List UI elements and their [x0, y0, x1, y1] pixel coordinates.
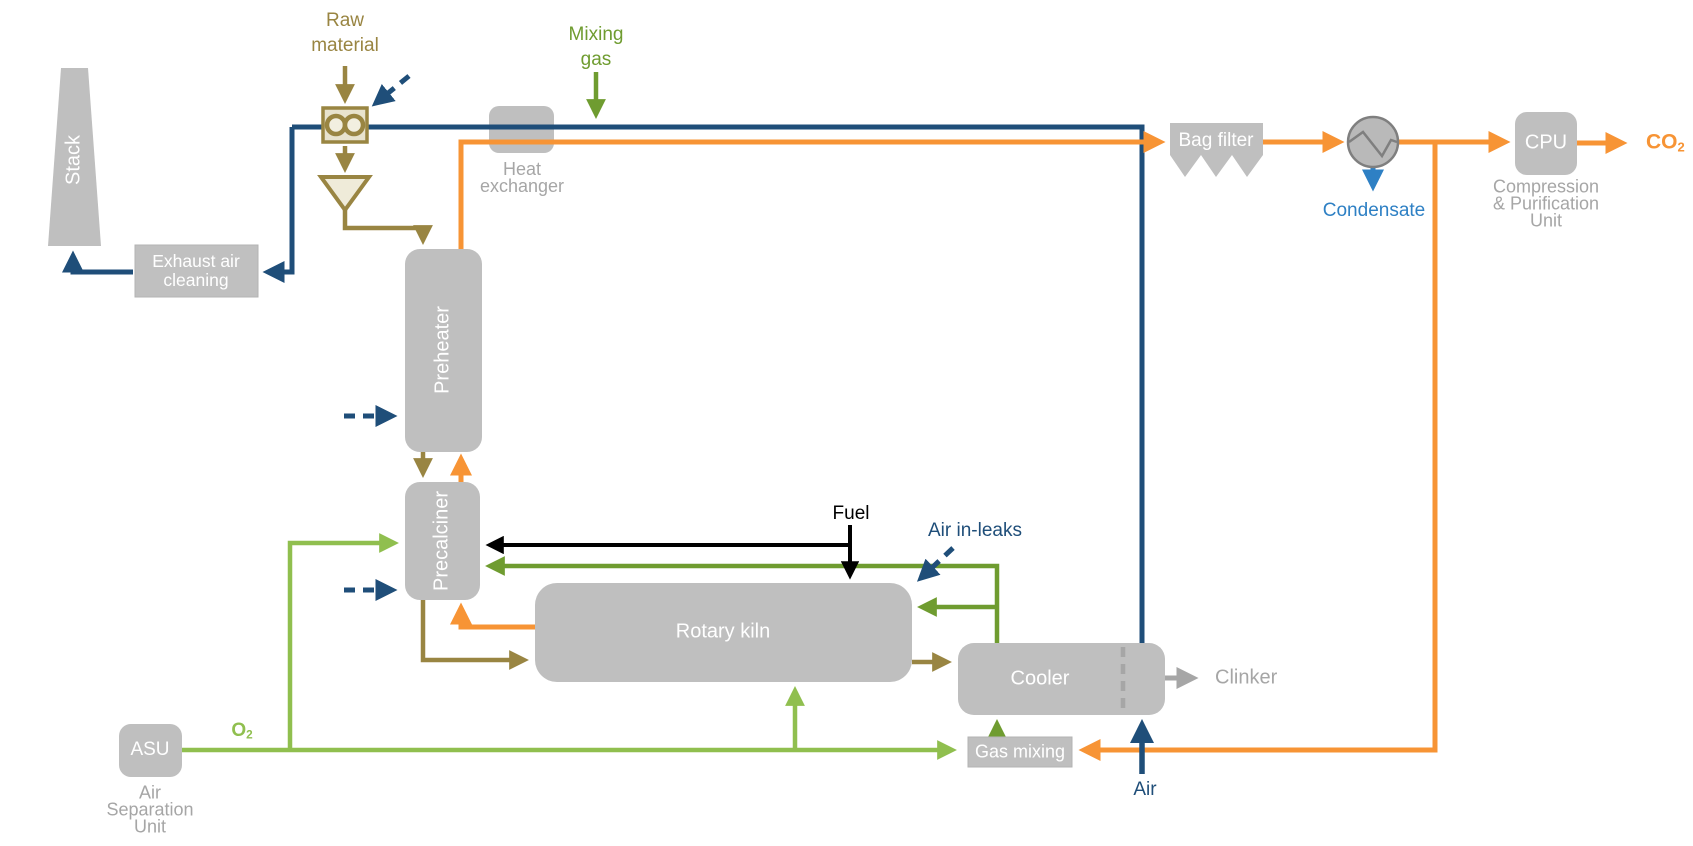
air-label: Air [1133, 779, 1157, 801]
preheater-label: Preheater [431, 306, 454, 394]
stack-label: Stack [62, 134, 85, 186]
vent-air-to-stack [61, 250, 133, 275]
gas-mixing-shape [967, 736, 1073, 768]
raw-meal-lines [335, 66, 952, 672]
oxygen-to-precalciner [287, 533, 399, 750]
cpu-shape [1515, 112, 1577, 175]
o2-label: O2 [231, 719, 253, 742]
flue-gas-preheater-to-bag-filter [458, 130, 1166, 249]
preheater-shape [405, 249, 482, 452]
cooler-gas-to-precalciner [485, 556, 1000, 645]
precalciner-shape [405, 482, 480, 600]
exhaust-air-cleaning-label: Exhaust air cleaning [152, 251, 240, 290]
vent-air-lines [61, 124, 1145, 643]
rotary-kiln-label: Rotary kiln [675, 620, 771, 643]
condensate-label: Condensate [1322, 200, 1426, 222]
gas-mixing-label: Gas mixing [974, 741, 1066, 762]
flue-gas-lines [449, 130, 1628, 762]
exhaust-air-cleaning-shape [134, 244, 259, 298]
cooler-shape [958, 643, 1165, 715]
raw-material-label: Raw material [311, 10, 379, 56]
heat-exchanger-label: Heat exchanger [479, 159, 565, 196]
bag-filter-label: Bag filter [1178, 130, 1254, 152]
condenser-zigzag-icon [1348, 130, 1398, 159]
mixing-gas-label: Mixing gas [568, 24, 624, 70]
fuel-label: Fuel [832, 503, 870, 525]
air-in-leak-to-mill [371, 74, 411, 107]
raw-mill-roller-left-icon [324, 113, 348, 137]
precalciner-label: Precalciner [430, 490, 453, 592]
flue-gas-recycle-to-gas-mixing [1078, 142, 1438, 762]
asu-shape [119, 724, 182, 777]
precalciner-to-kiln [420, 600, 529, 670]
cooler-label: Cooler [1010, 667, 1070, 690]
oxygen-lines [182, 533, 957, 760]
funnel-icon [317, 175, 373, 214]
cpu-caption: Compression & Purification Unit [1492, 176, 1600, 231]
funnel-to-preheater [342, 206, 433, 245]
raw-mill-roller-right-icon [342, 113, 366, 137]
asu-caption: Air Separation Unit [106, 782, 194, 837]
flue-gas-kiln-to-precalciner [449, 602, 535, 630]
stack-shape [48, 68, 101, 246]
air-in-leak-arrows [344, 74, 955, 602]
rotary-kiln-shape [535, 583, 912, 682]
air-in-leak-to-kiln [916, 546, 955, 582]
vent-air-to-exhaust-cleaning [262, 127, 295, 284]
asu-label: ASU [130, 739, 170, 761]
vent-air-main-line [292, 124, 1145, 643]
bag-filter-shape [1170, 123, 1263, 177]
mixing-gas-lines [485, 72, 1007, 739]
air-in-leaks-label: Air in-leaks [928, 520, 1022, 542]
cpu-label: CPU [1524, 131, 1568, 154]
clinker-label: Clinker [1215, 666, 1278, 689]
condenser-icon [1346, 115, 1400, 169]
fuel-lines [485, 525, 860, 580]
co2-label: CO2 [1646, 130, 1685, 155]
